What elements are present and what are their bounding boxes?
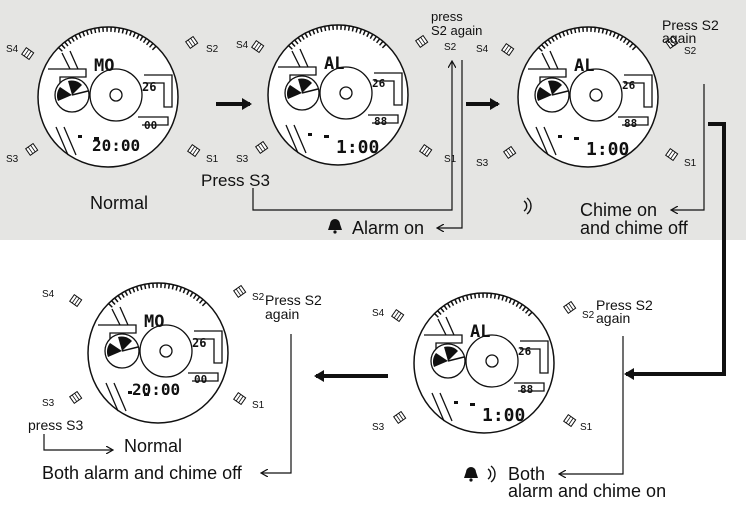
press-s3-line-2 bbox=[43, 434, 112, 450]
watch-2-small-display: 88 bbox=[374, 115, 387, 128]
watch-3: AL 26 88 1:00 bbox=[518, 27, 658, 167]
watch-4-crown-s2[interactable] bbox=[233, 285, 247, 298]
label-alarm-on: Alarm on bbox=[352, 218, 424, 238]
watch-1-small-display: 00 bbox=[144, 119, 157, 132]
label-both-on-a: Both bbox=[508, 464, 545, 484]
watch-2-s1-label: S1 bbox=[444, 154, 457, 165]
label-press-s3-1: Press S3 bbox=[201, 171, 270, 190]
watch-5-time-display: 1:00 bbox=[482, 405, 525, 426]
label-press-s2-again-1a: press bbox=[431, 9, 463, 24]
watch-1-crown-s3[interactable] bbox=[25, 143, 39, 156]
watch-2-crown-s4[interactable] bbox=[251, 40, 265, 53]
watch-2-crown-s2[interactable] bbox=[415, 35, 429, 48]
watch-5-small-display: 88 bbox=[520, 383, 533, 396]
chime-icon bbox=[523, 197, 532, 215]
watch-5-s2-label: S2 bbox=[582, 310, 595, 321]
label-press-s2-again-3b: again bbox=[596, 310, 630, 326]
watch-1-top-display: MO bbox=[94, 56, 114, 76]
label-normal-2: Normal bbox=[124, 436, 182, 456]
watch-2-time-display: 1:00 bbox=[336, 137, 379, 158]
watch-4-crown-s3[interactable] bbox=[69, 391, 83, 404]
to-both-off-line bbox=[262, 334, 292, 473]
watch-1-time-display: 20:00 bbox=[92, 136, 140, 155]
to-both-on-line bbox=[560, 336, 624, 474]
watch-2-crown-s1[interactable] bbox=[419, 144, 433, 157]
watch-3-top-display: AL bbox=[574, 56, 594, 76]
to-chime-on-line bbox=[672, 84, 705, 210]
watch-5-crown-s1[interactable] bbox=[563, 414, 577, 427]
watch-2-s3-label: S3 bbox=[236, 154, 249, 165]
watch-2-date-display: 26 bbox=[372, 77, 386, 90]
watch-1-crown-s1[interactable] bbox=[187, 144, 201, 157]
transition-arrow-3 bbox=[624, 122, 726, 380]
watch-4-time-display: 20:00 bbox=[132, 380, 180, 399]
watch-4-s2-label: S2 bbox=[252, 292, 265, 303]
watch-2-s2-label: S2 bbox=[444, 42, 457, 53]
watch-5-crown-s4[interactable] bbox=[391, 309, 405, 322]
loop-line-1 bbox=[252, 62, 452, 211]
label-press-s2-again-2b: again bbox=[662, 30, 696, 46]
watch-3-crown-s3[interactable] bbox=[503, 146, 517, 159]
watch-2-s4-label: S4 bbox=[236, 40, 249, 51]
watch-4-s3-label: S3 bbox=[42, 398, 55, 409]
watch-4-date-display: 26 bbox=[192, 336, 206, 350]
bell-icon-2 bbox=[464, 467, 478, 482]
watch-3-crown-s1[interactable] bbox=[665, 148, 679, 161]
label-chime-on-a: Chime on bbox=[580, 200, 657, 220]
label-press-s2-again-4b: again bbox=[265, 306, 299, 322]
watch-5: AL 26 88 1:00 bbox=[414, 293, 554, 433]
label-press-s2-again-2a: Press S2 bbox=[662, 17, 719, 33]
watch-5-date-display: 26 bbox=[518, 345, 532, 358]
watch-4-s1-label: S1 bbox=[252, 400, 265, 411]
watch-3-s1-label: S1 bbox=[684, 158, 697, 169]
watch-1-s4-label: S4 bbox=[6, 44, 19, 55]
label-press-s2-again-3a: Press S2 bbox=[596, 297, 653, 313]
watch-2: AL 26 88 1:00 bbox=[268, 25, 408, 165]
to-alarm-on-line bbox=[438, 60, 463, 228]
watch-3-crown-s4[interactable] bbox=[501, 43, 515, 56]
label-press-s2-again-4a: Press S2 bbox=[265, 292, 322, 308]
watch-3-s2-label: S2 bbox=[684, 46, 697, 57]
label-chime-on-b: and chime off bbox=[580, 218, 689, 238]
watch-3-small-display: 88 bbox=[624, 117, 637, 130]
watch-1-s3-label: S3 bbox=[6, 154, 19, 165]
watch-1-date-display: 26 bbox=[142, 80, 156, 94]
bell-icon bbox=[328, 219, 342, 234]
watch-4: MO 26 00 20:00 bbox=[88, 283, 228, 423]
watch-4-crown-s4[interactable] bbox=[69, 294, 83, 307]
label-both-off: Both alarm and chime off bbox=[42, 463, 243, 483]
chime-icon-2 bbox=[487, 465, 496, 483]
watch-3-s4-label: S4 bbox=[476, 44, 489, 55]
watch-5-s3-label: S3 bbox=[372, 422, 385, 433]
watch-2-top-display: AL bbox=[324, 54, 344, 74]
label-normal-1: Normal bbox=[90, 193, 148, 213]
watch-1-s1-label: S1 bbox=[206, 154, 219, 165]
watch-4-top-display: MO bbox=[144, 312, 164, 332]
watch-3-time-display: 1:00 bbox=[586, 139, 629, 160]
watch-1-crown-s4[interactable] bbox=[21, 47, 35, 60]
watch-5-top-display: AL bbox=[470, 322, 490, 342]
watch-1-crown-s2[interactable] bbox=[185, 36, 199, 49]
watch-5-s4-label: S4 bbox=[372, 308, 385, 319]
watch-4-s4-label: S4 bbox=[42, 289, 55, 300]
watch-2-crown-s3[interactable] bbox=[255, 141, 269, 154]
watch-5-s1-label: S1 bbox=[580, 422, 593, 433]
watch-4-small-display: 00 bbox=[194, 373, 207, 386]
watch-1-s2-label: S2 bbox=[206, 44, 219, 55]
watch-3-s3-label: S3 bbox=[476, 158, 489, 169]
watch-5-crown-s3[interactable] bbox=[393, 411, 407, 424]
label-press-s3-2: press S3 bbox=[28, 417, 83, 433]
watch-3-date-display: 26 bbox=[622, 79, 636, 92]
watch-5-crown-s2[interactable] bbox=[563, 301, 577, 314]
label-both-on-b: alarm and chime on bbox=[508, 481, 666, 501]
label-press-s2-again-1b: S2 again bbox=[431, 23, 482, 38]
watch-4-crown-s1[interactable] bbox=[233, 392, 247, 405]
watch-1: MO 26 00 20:00 bbox=[38, 27, 178, 167]
